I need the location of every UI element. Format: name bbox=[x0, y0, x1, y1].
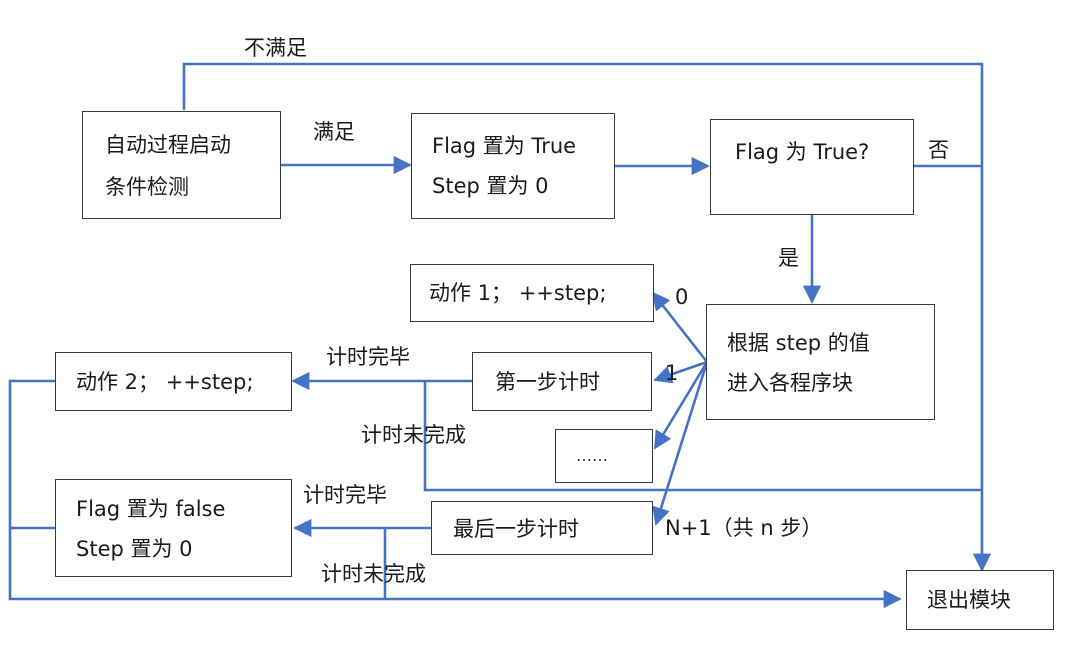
action2-line: 动作 2； ++step; bbox=[76, 370, 254, 394]
edge-step0 bbox=[651, 291, 709, 363]
edge-step1 bbox=[653, 360, 708, 384]
start-check-line-2: 条件检测 bbox=[105, 175, 189, 199]
label-not-satisfied: 不满足 bbox=[244, 36, 307, 60]
label-step1: 1 bbox=[665, 361, 679, 385]
edge-stepN bbox=[652, 361, 709, 526]
label-timer-done-1: 计时完毕 bbox=[326, 345, 410, 369]
exit-line: 退出模块 bbox=[927, 588, 1011, 612]
set-flag-line-2: Step 置为 0 bbox=[432, 174, 549, 198]
edge-timer-not-done-1 bbox=[423, 381, 982, 492]
dispatch-line-2: 进入各程序块 bbox=[727, 371, 853, 395]
action2-box: 动作 2； ++step; bbox=[55, 352, 292, 411]
timer-last-line: 最后一步计时 bbox=[453, 517, 579, 541]
timer-last-box: 最后一步计时 bbox=[431, 501, 653, 555]
reset-flag-box: Flag 置为 false Step 置为 0 bbox=[55, 479, 292, 577]
label-yes: 是 bbox=[778, 246, 799, 270]
start-check-box: 自动过程启动 条件检测 bbox=[82, 111, 281, 219]
action1-line: 动作 1； ++step; bbox=[429, 281, 607, 305]
dispatch-line-1: 根据 step 的值 bbox=[727, 331, 870, 355]
timer-first-box: 第一步计时 bbox=[472, 352, 652, 411]
label-satisfied: 满足 bbox=[313, 120, 355, 144]
exit-box: 退出模块 bbox=[906, 570, 1054, 630]
dispatch-box: 根据 step 的值 进入各程序块 bbox=[706, 304, 935, 420]
flag-check-box: Flag 为 True? bbox=[710, 119, 914, 215]
reset-flag-line-2: Step 置为 0 bbox=[76, 537, 193, 561]
ellipsis-box: …… bbox=[555, 429, 653, 483]
flag-check-line-1: Flag 为 True? bbox=[735, 140, 870, 164]
label-timer-done-2: 计时完毕 bbox=[303, 483, 387, 507]
label-stepN: N+1（共 n 步） bbox=[665, 516, 823, 540]
action1-box: 动作 1； ++step; bbox=[410, 264, 654, 322]
reset-flag-line-1: Flag 置为 false bbox=[76, 497, 226, 521]
edge-step-ellipsis bbox=[653, 361, 709, 450]
label-timer-not-done-1: 计时未完成 bbox=[361, 423, 466, 447]
label-no: 否 bbox=[928, 138, 949, 162]
set-flag-box: Flag 置为 True Step 置为 0 bbox=[411, 113, 615, 219]
label-timer-not-done-2: 计时未完成 bbox=[321, 562, 426, 586]
set-flag-line-1: Flag 置为 True bbox=[432, 134, 577, 158]
timer-first-line: 第一步计时 bbox=[495, 370, 600, 394]
edge-not-satisfied bbox=[182, 62, 992, 572]
start-check-line-1: 自动过程启动 bbox=[105, 133, 231, 157]
edge-action2-to-exit bbox=[8, 379, 902, 609]
ellipsis-line: …… bbox=[576, 446, 608, 465]
label-step0: 0 bbox=[675, 285, 689, 309]
